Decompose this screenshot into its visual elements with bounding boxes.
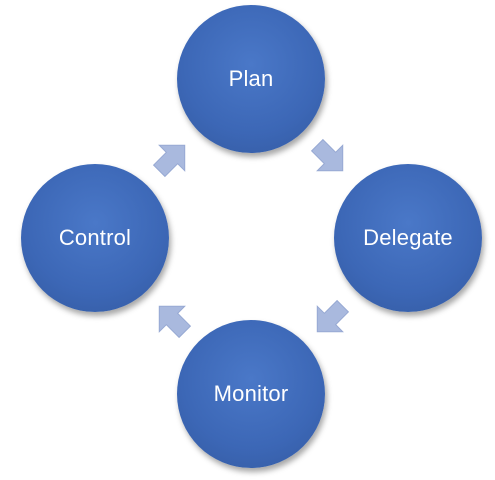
node-monitor: Monitor [177,320,325,468]
node-plan: Plan [177,5,325,153]
arrow-delegate-to-monitor-icon [299,288,361,350]
node-delegate-label: Delegate [363,225,453,250]
arrow-plan-to-delegate-icon [299,127,361,189]
node-control: Control [21,164,169,312]
arrow-monitor-to-control-icon [141,288,203,350]
node-delegate: Delegate [334,164,482,312]
arrow-control-to-plan-icon [141,127,203,189]
node-control-label: Control [58,225,132,250]
node-plan-label: Plan [228,66,274,91]
node-monitor-label: Monitor [213,381,289,406]
